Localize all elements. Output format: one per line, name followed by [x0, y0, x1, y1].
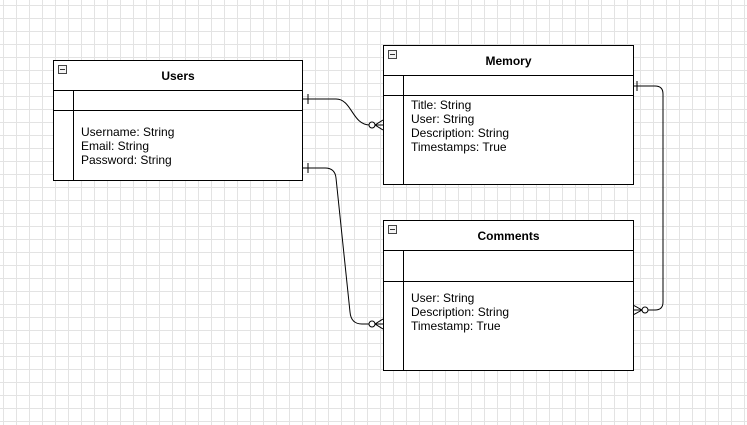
field-list: User: String Description: String Timesta…: [411, 291, 509, 333]
field-list: Title: String User: String Description: …: [411, 98, 509, 154]
connector-memory-comments[interactable]: [632, 81, 664, 316]
entity-title: Users: [161, 69, 195, 83]
entity-title: Memory: [485, 54, 532, 68]
field-row: Timestamp: True: [411, 319, 501, 333]
field-row: Email: String: [81, 139, 150, 153]
entity-header: Memory: [384, 46, 633, 76]
connector-users-memory[interactable]: [303, 94, 384, 131]
key-row: [54, 91, 302, 111]
collapse-icon[interactable]: [58, 65, 67, 74]
field-row: User: String: [411, 291, 475, 305]
column-divider: [73, 91, 74, 180]
entity-users[interactable]: Users Username: String Email: String Pas…: [53, 60, 303, 181]
field-row: Description: String: [411, 305, 510, 319]
entity-header: Users: [54, 61, 302, 91]
key-row: [384, 76, 633, 96]
entity-header: Comments: [384, 221, 633, 251]
field-row: Password: String: [81, 153, 172, 167]
entity-comments[interactable]: Comments User: String Description: Strin…: [383, 220, 634, 371]
collapse-icon[interactable]: [388, 50, 397, 59]
field-row: User: String: [411, 112, 475, 126]
collapse-icon[interactable]: [388, 225, 397, 234]
field-row: Username: String: [81, 125, 175, 139]
field-row: Description: String: [411, 126, 510, 140]
field-list: Username: String Email: String Password:…: [81, 125, 174, 167]
column-divider: [403, 76, 404, 184]
entity-memory[interactable]: Memory Title: String User: String Descri…: [383, 45, 634, 185]
connector-users-comments[interactable]: [303, 163, 384, 330]
column-divider: [403, 251, 404, 370]
field-row: Title: String: [411, 98, 472, 112]
field-row: Timestamps: True: [411, 140, 507, 154]
key-row: [384, 251, 633, 282]
entity-title: Comments: [477, 229, 540, 243]
